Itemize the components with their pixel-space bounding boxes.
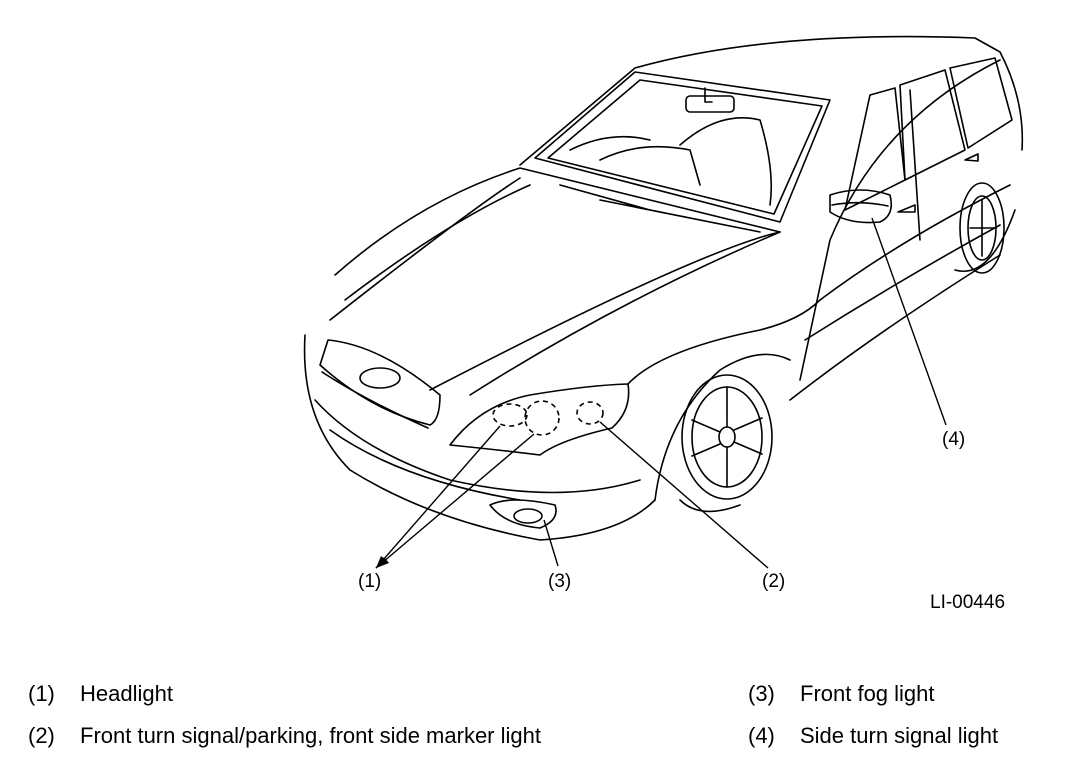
side-body <box>799 59 1001 381</box>
side-windows <box>844 87 906 211</box>
headlight-marker-high <box>524 400 560 436</box>
legend-label: Headlight <box>80 681 173 706</box>
leader-line-1a <box>375 425 501 569</box>
legend-number: (2) <box>28 723 55 748</box>
headlight-marker-low <box>492 403 528 427</box>
callout-1: (1) <box>358 571 382 592</box>
front-wheel <box>681 374 773 500</box>
legend-label: Front fog light <box>800 681 935 706</box>
rear-view-mirror <box>685 95 735 113</box>
leader-line-2 <box>599 421 769 569</box>
leader-line-4 <box>871 217 947 426</box>
fog-light-housing <box>489 499 557 529</box>
roof-outline <box>519 35 1024 166</box>
callout-4: (4) <box>942 429 966 450</box>
figure-id: LI-00446 <box>930 592 1006 613</box>
side-mirror <box>829 189 893 224</box>
car-illustration <box>303 35 1024 569</box>
legend-number: (1) <box>28 681 55 706</box>
wipers <box>559 184 761 233</box>
hood <box>334 167 781 391</box>
leader-line-1b <box>375 433 535 569</box>
rear-wheel <box>959 182 1005 274</box>
leader-line-3 <box>543 519 559 567</box>
callout-2: (2) <box>762 571 786 592</box>
legend-number: (4) <box>748 723 775 748</box>
headlight-cluster <box>449 383 630 456</box>
legend-label: Side turn signal light <box>800 723 999 748</box>
legend-label: Front turn signal/parking, front side ma… <box>80 723 541 748</box>
windshield <box>534 71 831 223</box>
front-fender <box>627 299 821 385</box>
legend-number: (3) <box>748 681 775 706</box>
callout-3: (3) <box>548 571 572 592</box>
front-bumper <box>303 334 656 541</box>
arrowhead-1b <box>376 557 389 568</box>
turn-signal-marker <box>576 401 604 425</box>
